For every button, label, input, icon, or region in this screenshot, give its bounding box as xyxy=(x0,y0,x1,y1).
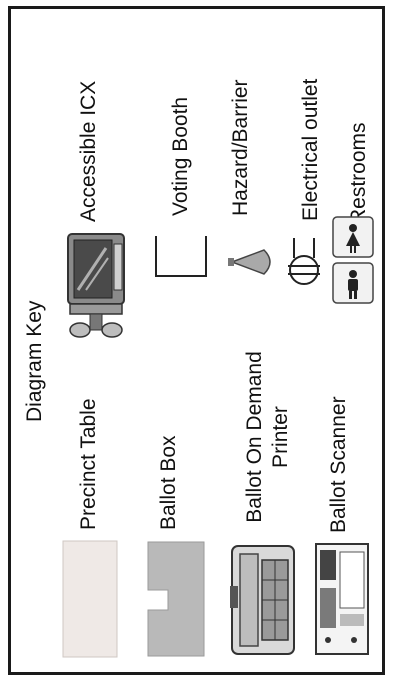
precinct-table-icon xyxy=(62,540,118,658)
label-hazard-barrier: Hazard/Barrier xyxy=(229,79,252,216)
label-voting-booth: Voting Booth xyxy=(169,96,192,216)
restroom-women-icon xyxy=(332,216,374,258)
electrical-outlet-icon xyxy=(288,238,320,285)
label-electrical-outlet: Electrical outlet xyxy=(299,78,322,221)
label-restrooms: Restrooms xyxy=(347,122,370,224)
label-precinct-table: Precinct Table xyxy=(77,398,100,530)
label-bod-printer-line1: Ballot On Demand xyxy=(243,351,266,523)
diagram-key-title: Diagram Key xyxy=(23,300,46,422)
accessible-icx-icon xyxy=(67,233,125,338)
label-ballot-box: Ballot Box xyxy=(157,435,180,530)
voting-booth-icon xyxy=(155,236,207,277)
ballot-scanner-icon xyxy=(315,543,369,655)
restroom-men-icon xyxy=(332,262,374,304)
label-bod-printer-line2: Printer xyxy=(269,406,292,468)
bod-printer-icon xyxy=(230,545,295,655)
ballot-box-icon xyxy=(147,541,205,657)
label-ballot-scanner: Ballot Scanner xyxy=(327,396,350,533)
label-accessible-icx: Accessible ICX xyxy=(77,80,100,222)
hazard-cone-icon xyxy=(228,249,271,275)
label-bod-printer: Ballot On Demand Printer xyxy=(242,342,294,532)
